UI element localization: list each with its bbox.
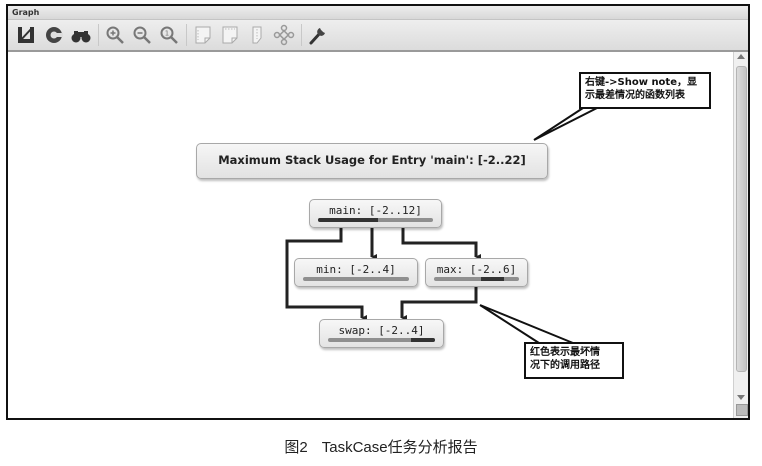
stack-usage-fill	[318, 218, 378, 222]
node-label: max: [-2..6]	[436, 263, 517, 276]
toolbar-separator	[301, 24, 302, 46]
wrench-icon	[309, 28, 325, 45]
zoom-reset-button[interactable]: 1	[156, 22, 182, 48]
fit-width-icon	[222, 26, 238, 44]
stack-usage-bar	[434, 277, 519, 281]
refresh-icon	[46, 27, 63, 43]
node-label: min: [-2..4]	[316, 263, 396, 276]
toolbar-separator	[98, 24, 99, 46]
stack-usage-bar	[303, 277, 409, 281]
zoom-in-icon	[106, 26, 124, 44]
fit-height-button[interactable]	[244, 22, 270, 48]
note-line: 况下的调用路径	[530, 360, 600, 371]
node-max[interactable]: max: [-2..6]	[425, 258, 528, 287]
scrollbar-thumb[interactable]	[736, 66, 747, 372]
node-min[interactable]: min: [-2..4]	[294, 258, 418, 287]
figure-caption: 图2 TaskCase任务分析报告	[0, 436, 762, 457]
note-line: 红色表示最坏情	[530, 347, 600, 358]
move-icon	[273, 24, 295, 46]
move-button[interactable]	[271, 22, 297, 48]
figure-number: 图2	[284, 439, 308, 456]
scroll-up-icon[interactable]	[737, 54, 745, 59]
figure-title: TaskCase任务分析报告	[321, 439, 478, 456]
vertical-scrollbar[interactable]	[733, 52, 748, 418]
chart-button[interactable]	[14, 22, 40, 48]
node-label: main: [-2..12]	[329, 204, 422, 217]
node-main[interactable]: main: [-2..12]	[309, 199, 442, 228]
stack-usage-bar	[318, 218, 433, 222]
zoom-reset-icon: 1	[160, 26, 178, 44]
toolbar-separator	[186, 24, 187, 46]
refresh-button[interactable]	[41, 22, 67, 48]
zoom-out-button[interactable]	[129, 22, 155, 48]
fit-height-icon	[252, 26, 262, 44]
svg-text:1: 1	[165, 30, 169, 38]
fit-page-icon	[195, 26, 211, 44]
stack-usage-fill	[480, 277, 504, 281]
settings-button[interactable]	[305, 22, 331, 48]
toolbar: 1	[8, 20, 748, 52]
note-worst-path: 红色表示最坏情 况下的调用路径	[524, 342, 624, 379]
fit-width-button[interactable]	[217, 22, 243, 48]
binoculars-icon	[71, 31, 91, 43]
window-title: Graph	[8, 6, 748, 20]
note-show-note: 右键->Show note，显 示最差情况的函数列表	[579, 72, 711, 109]
fit-page-button[interactable]	[190, 22, 216, 48]
find-button[interactable]	[68, 22, 94, 48]
stack-usage-fill	[411, 338, 435, 342]
zoom-in-button[interactable]	[102, 22, 128, 48]
scroll-down-icon[interactable]	[737, 395, 745, 400]
entry-summary[interactable]: Maximum Stack Usage for Entry 'main': [-…	[196, 143, 548, 179]
chart-icon	[18, 27, 34, 43]
note-line: 示最差情况的函数列表	[585, 90, 685, 101]
stack-usage-bar	[328, 338, 435, 342]
node-swap[interactable]: swap: [-2..4]	[319, 319, 444, 348]
zoom-out-icon	[133, 26, 151, 44]
node-label: swap: [-2..4]	[338, 324, 425, 337]
resize-grip-icon[interactable]	[736, 404, 748, 416]
note-line: 右键->Show note，显	[585, 77, 697, 88]
